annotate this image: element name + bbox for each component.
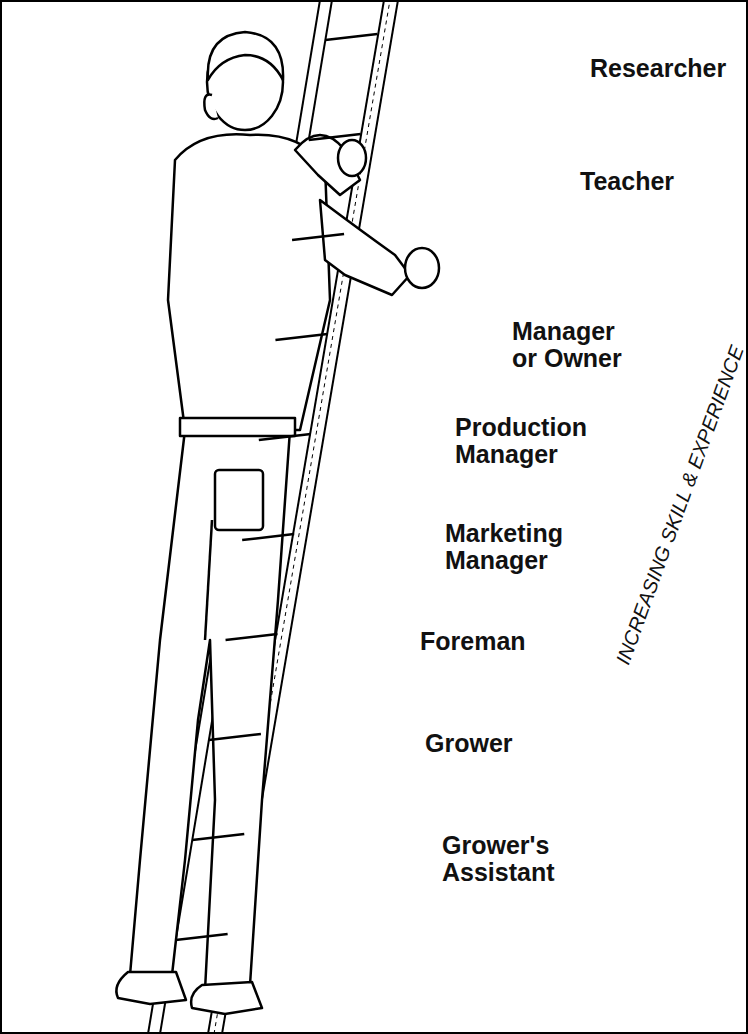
- climber-hand: [338, 140, 366, 176]
- career-label: Foreman: [420, 628, 570, 655]
- career-label: Manager or Owner: [512, 318, 632, 372]
- climber-shoe: [191, 982, 262, 1014]
- ladder-rung: [292, 234, 344, 240]
- ladder-rung: [226, 634, 278, 640]
- career-label: Grower: [425, 730, 575, 757]
- career-label: Teacher: [580, 168, 720, 195]
- ladder-rung: [242, 534, 294, 540]
- climber-shoe: [116, 972, 186, 1004]
- ladder-rung: [176, 934, 228, 940]
- career-label: Researcher: [590, 55, 740, 82]
- ladder-rung: [309, 134, 361, 140]
- climber-arm: [320, 200, 410, 295]
- climber: [116, 32, 439, 1014]
- ladder-rungs: [176, 34, 378, 940]
- climber-pants: [130, 430, 290, 990]
- ladder-rung: [209, 734, 261, 740]
- career-label: Production Manager: [455, 414, 605, 468]
- pants-pocket: [215, 470, 263, 530]
- climber-hair: [208, 32, 283, 80]
- career-label: Grower's Assistant: [442, 832, 572, 886]
- ladder-rung: [192, 834, 244, 840]
- axis-label: INCREASING SKILL & EXPERIENCE: [612, 343, 748, 668]
- ladder-rung: [275, 334, 327, 340]
- climber-shirt: [168, 134, 330, 430]
- career-label: Marketing Manager: [445, 520, 580, 574]
- climber-ear: [204, 95, 218, 119]
- pants-seam: [205, 520, 212, 640]
- climber-hand: [405, 248, 439, 288]
- ladder-rung: [325, 34, 377, 40]
- ladder-rung: [259, 434, 311, 440]
- climber-belt: [180, 418, 295, 436]
